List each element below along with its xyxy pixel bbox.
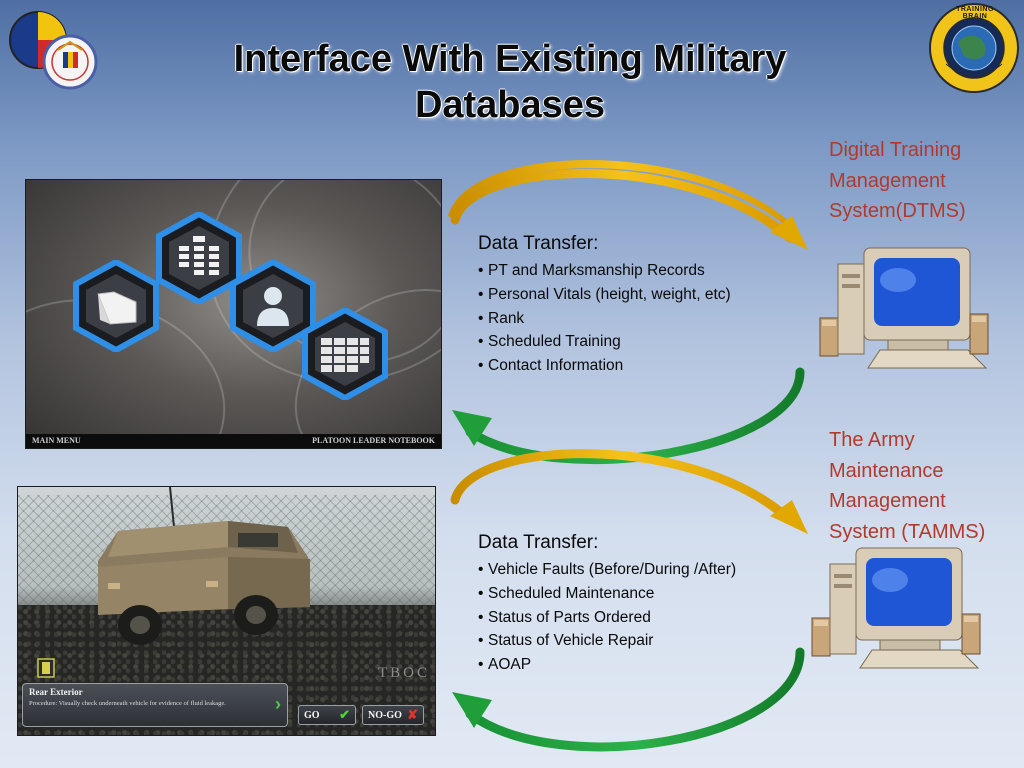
main-menu-link[interactable]: MAIN MENU bbox=[32, 436, 81, 445]
hex-button-folder[interactable] bbox=[70, 260, 162, 352]
tamms-label: The Army Maintenance Management System (… bbox=[829, 429, 986, 543]
no-go-button-label: NO-GO bbox=[368, 709, 402, 721]
inspection-procedure-text: Procedure: Visually check underneath veh… bbox=[29, 700, 226, 707]
tboc-watermark: TBOC bbox=[378, 665, 431, 681]
list-item: •Vehicle Faults (Before/During /After) bbox=[478, 561, 737, 578]
data-transfer-list: •PT and Marksmanship Records •Personal V… bbox=[478, 259, 808, 378]
desktop-computer-icon bbox=[819, 247, 989, 369]
hex-button-org-chart[interactable] bbox=[153, 212, 245, 304]
no-go-button[interactable]: NO-GO ✘ bbox=[362, 705, 424, 725]
data-transfer-heading: Data Transfer: bbox=[478, 233, 599, 254]
slide-title-line-2: Databases bbox=[414, 84, 606, 126]
training-brain-operations-center-logo bbox=[929, 3, 1019, 93]
data-transfer-list: •Vehicle Faults (Before/During /After) •… bbox=[478, 558, 808, 677]
notebook-menu-bar: MAIN MENU PLATOON LEADER NOTEBOOK bbox=[26, 434, 441, 448]
list-item: •Rank bbox=[478, 309, 525, 327]
next-step-chevron-icon[interactable]: › bbox=[275, 694, 281, 714]
list-item: •Status of Vehicle Repair bbox=[478, 632, 654, 650]
person-icon bbox=[257, 287, 289, 326]
list-item: •Status of Parts Ordered bbox=[478, 608, 651, 626]
humvee-vehicle bbox=[98, 487, 310, 645]
org-chart-icon bbox=[179, 236, 219, 275]
list-item: •Scheduled Training bbox=[478, 333, 621, 351]
list-item: •PT and Marksmanship Records bbox=[478, 262, 705, 279]
list-item: •Contact Information bbox=[478, 357, 624, 375]
notebook-title: PLATOON LEADER NOTEBOOK bbox=[312, 436, 435, 445]
unit-crest-logo bbox=[9, 11, 98, 90]
list-item: •Scheduled Maintenance bbox=[478, 584, 655, 602]
checkmark-icon: ✔ bbox=[339, 707, 350, 722]
data-transfer-dtms: Data Transfer: •PT and Marksmanship Reco… bbox=[478, 232, 808, 378]
grid-table-icon bbox=[321, 338, 369, 372]
list-item: •AOAP bbox=[478, 656, 532, 674]
vehicle-inspection-screenshot: TBOC Rear Exterior Procedure: Visually c… bbox=[17, 486, 436, 736]
logo-caption: TRAINING BRAIN bbox=[956, 6, 994, 20]
list-item: •Personal Vitals (height, weight, etc) bbox=[478, 285, 731, 303]
hex-button-person[interactable] bbox=[227, 260, 319, 352]
inspection-step-panel: Rear Exterior Procedure: Visually check … bbox=[22, 683, 288, 727]
gold-arrow-to-tamms bbox=[450, 449, 808, 534]
hex-button-grid-table[interactable] bbox=[299, 308, 391, 400]
x-mark-icon: ✘ bbox=[407, 707, 418, 722]
green-arrow-from-dtms bbox=[452, 367, 805, 465]
inspection-step-title: Rear Exterior bbox=[29, 687, 83, 697]
go-button-label: GO bbox=[304, 709, 320, 721]
data-transfer-tamms: Data Transfer: •Vehicle Faults (Before/D… bbox=[478, 531, 808, 677]
go-button[interactable]: GO ✔ bbox=[298, 705, 356, 725]
slide-title-line-1: Interface With Existing Military bbox=[233, 38, 787, 80]
folder-icon bbox=[97, 291, 137, 325]
vehicle-side-icon[interactable] bbox=[36, 657, 56, 679]
dtms-label: Digital Training Management System(DTMS) bbox=[829, 139, 966, 222]
data-transfer-heading: Data Transfer: bbox=[478, 532, 599, 553]
desktop-computer-icon bbox=[811, 547, 981, 669]
platoon-leader-notebook-screenshot: MAIN MENU PLATOON LEADER NOTEBOOK bbox=[25, 179, 442, 449]
slide-title: Interface With Existing Military Databas… bbox=[130, 36, 890, 128]
